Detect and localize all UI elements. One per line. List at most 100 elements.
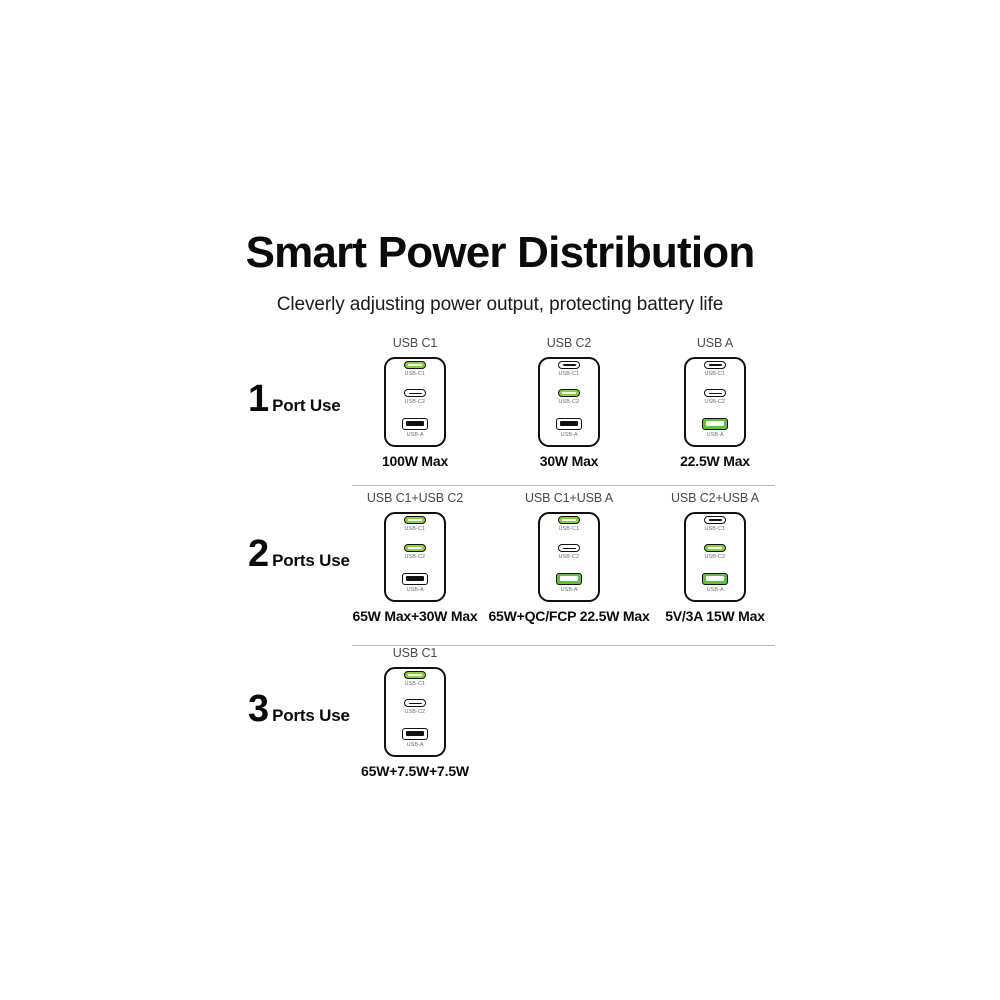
usb-c2-port-caption: USB-C2 [404, 554, 426, 561]
usb-a-slot [706, 576, 724, 582]
usb-c2-port-active-icon [558, 389, 580, 398]
usb-a-port-inactive-icon [402, 417, 428, 430]
row-number: 1 [248, 378, 269, 420]
usb-a-caption: USB-A [706, 586, 724, 593]
usb-c1-port-group: USB-C1 [404, 516, 426, 543]
scenario-port-label: USB C1 [392, 336, 438, 350]
usb-c2-port-caption: USB-C2 [704, 399, 726, 406]
scenario-power-output: 100W Max [381, 453, 449, 469]
usb-c1-port-group: USB-C1 [558, 516, 580, 543]
usb-a-group: USB-A [402, 572, 428, 600]
usb-a-group: USB-A [556, 572, 582, 600]
usb-c1-port-active-icon [404, 516, 426, 524]
usb-a-port-active-icon [702, 572, 728, 585]
scenario-port-label: USB C1+USB A [524, 491, 614, 505]
usb-a-caption: USB-A [560, 586, 578, 593]
usb-c1-port-group: USB-C1 [558, 361, 580, 388]
usb-c1-port-group: USB-C1 [704, 516, 726, 543]
usb-c2-port-inactive-icon [558, 544, 580, 553]
row-number: 3 [248, 688, 269, 730]
row-divider [352, 485, 775, 486]
usb-a-port-inactive-icon [556, 417, 582, 430]
page-title: Smart Power Distribution [245, 228, 756, 277]
row-label-2: 2 Ports Use [248, 535, 350, 573]
usb-c2-port-group: USB-C2 [404, 699, 426, 726]
usb-c1-port-caption: USB-C1 [558, 525, 580, 533]
scenario-port-label: USB C1 [392, 646, 438, 660]
usb-a-caption: USB-A [560, 431, 578, 438]
usb-c1-port-slot [408, 673, 422, 677]
usb-c2-port-inactive-icon [404, 699, 426, 708]
usb-c2-port-active-icon [704, 544, 726, 553]
usb-c1-port-caption: USB-C1 [404, 370, 426, 378]
usb-c2-port-inactive-icon [404, 389, 426, 398]
scenario-port-label: USB A [696, 336, 734, 350]
usb-c2-port-slot [708, 392, 722, 395]
usb-c1-port-active-icon [404, 671, 426, 679]
scenario-power-output: 65W Max+30W Max [352, 608, 478, 624]
usb-c1-port-group: USB-C1 [404, 671, 426, 698]
usb-c2-port-group: USB-C2 [704, 389, 726, 416]
usb-c2-port-slot [708, 547, 722, 550]
row-divider [352, 645, 775, 646]
usb-c2-port-group: USB-C2 [558, 389, 580, 416]
usb-c1-port-slot [408, 363, 422, 367]
usb-c1-port-slot [708, 364, 722, 366]
usb-c2-port-group: USB-C2 [404, 389, 426, 416]
usb-a-port-active-icon [556, 572, 582, 585]
usb-c2-port-group: USB-C2 [404, 544, 426, 571]
usb-c2-port-caption: USB-C2 [558, 399, 580, 406]
scenario-port-label: USB C1+USB C2 [366, 491, 464, 505]
usb-c1-port-active-icon [404, 361, 426, 369]
usb-c2-port-group: USB-C2 [704, 544, 726, 571]
scenario-power-output: 22.5W Max [680, 453, 750, 469]
usb-a-port-inactive-icon [402, 572, 428, 585]
usb-c2-port-slot [562, 392, 576, 395]
usb-a-group: USB-A [702, 417, 728, 445]
usb-a-caption: USB-A [406, 431, 424, 438]
usb-c1-port-caption: USB-C1 [404, 525, 426, 533]
usb-a-slot [406, 421, 424, 427]
usb-c1-port-caption: USB-C1 [704, 370, 726, 378]
usb-c2-port-slot [562, 547, 576, 550]
usb-a-group: USB-A [556, 417, 582, 445]
usb-c1-port-caption: USB-C1 [404, 680, 426, 688]
usb-c2-port-slot [408, 547, 422, 550]
row-label-1: 1 Port Use [248, 378, 341, 420]
scenario-power-output: 65W+7.5W+7.5W [361, 763, 469, 779]
usb-c2-port-caption: USB-C2 [404, 709, 426, 716]
usb-a-caption: USB-A [406, 741, 424, 748]
row-label-text: Ports Use [272, 551, 350, 570]
usb-c2-port-caption: USB-C2 [558, 554, 580, 561]
row-label-text: Port Use [272, 396, 341, 415]
usb-c1-port-inactive-icon [704, 516, 726, 524]
usb-a-port-active-icon [702, 417, 728, 430]
usb-c1-port-slot [708, 519, 722, 521]
usb-c2-port-slot [408, 702, 422, 705]
usb-a-group: USB-A [402, 417, 428, 445]
usb-c1-port-group: USB-C1 [404, 361, 426, 388]
usb-c2-port-slot [408, 392, 422, 395]
usb-a-group: USB-A [402, 727, 428, 755]
usb-c1-port-group: USB-C1 [704, 361, 726, 388]
usb-a-slot [406, 576, 424, 582]
usb-c1-port-slot [562, 518, 576, 522]
usb-a-slot [406, 731, 424, 737]
usb-c1-port-active-icon [558, 516, 580, 524]
usb-c2-port-caption: USB-C2 [704, 554, 726, 561]
usb-c1-port-inactive-icon [704, 361, 726, 369]
